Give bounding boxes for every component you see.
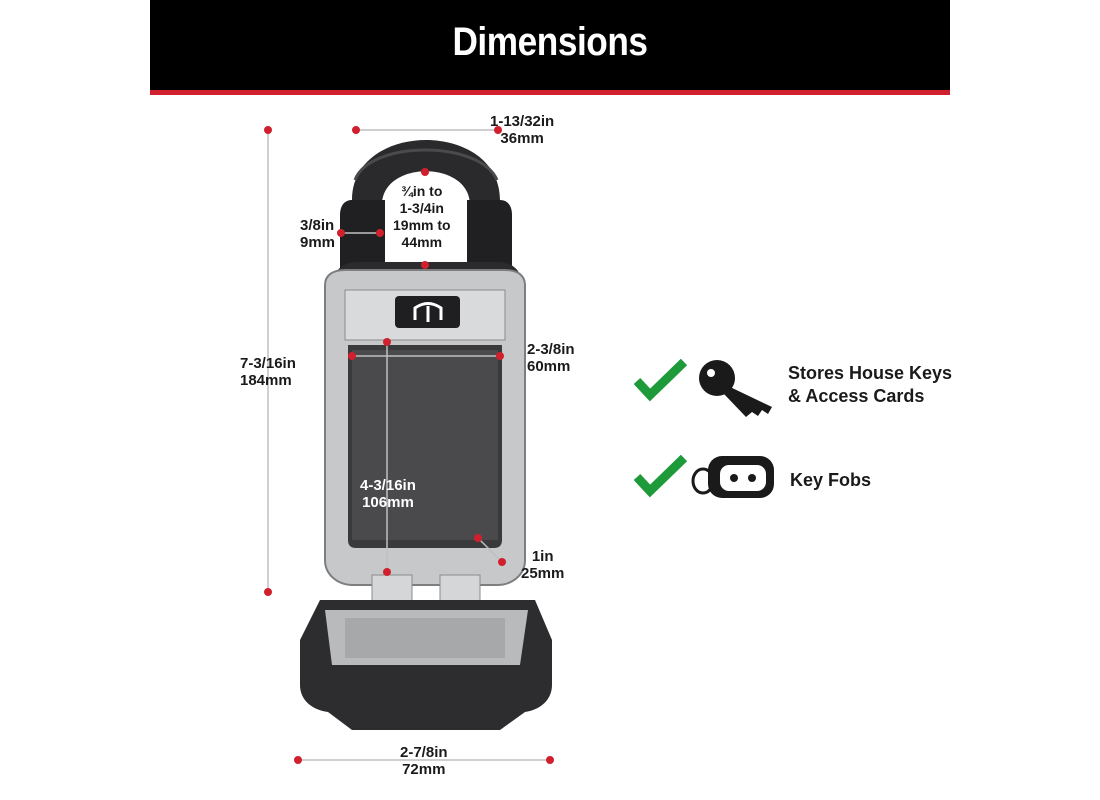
shackle-width-imperial: 1-13/32in [490, 113, 555, 130]
interior-depth-metric: 25mm [521, 565, 565, 582]
feature-house-keys-line2: & Access Cards [788, 386, 925, 406]
shackle-opening-metric-max: 44mm [401, 234, 443, 250]
shackle-opening-label: ¾in to 1-3/4in 19mm to 44mm [393, 183, 451, 251]
interior-width-imperial: 2-3/8in [527, 341, 575, 358]
overall-width-imperial: 2-7/8in [400, 744, 448, 761]
shackle [340, 140, 512, 270]
overall-width-metric: 72mm [402, 761, 446, 778]
interior-depth-label: 1in 25mm [521, 548, 564, 582]
header-banner [150, 0, 950, 90]
shackle-opening-metric-min: 19mm to [393, 217, 451, 233]
interior-height-imperial: 4-3/16in [360, 477, 416, 494]
key-fob-icon [691, 456, 774, 498]
shackle-width-metric: 36mm [500, 130, 544, 147]
feature-key-fobs: Key Fobs [790, 469, 871, 492]
shackle-width-label: 1-13/32in 36mm [490, 113, 554, 147]
shackle-thickness-label: 3/8in 9mm [300, 217, 335, 251]
page-title: Dimensions [452, 20, 648, 64]
feature-house-keys-line1: Stores House Keys [788, 363, 953, 383]
feature-key-fobs-line1: Key Fobs [790, 470, 872, 490]
lockbox-lid [300, 600, 552, 730]
shackle-opening-imperial-max: 1-3/4in [399, 200, 444, 216]
interior-height-label: 4-3/16in 106mm [360, 477, 416, 511]
shackle-thickness-imperial: 3/8in [300, 217, 335, 234]
shackle-thickness-metric: 9mm [300, 234, 336, 251]
overall-height-label: 7-3/16in 184mm [240, 355, 296, 389]
house-key-icon [699, 360, 772, 417]
overall-height-imperial: 7-3/16in [240, 355, 296, 372]
interior-width-label: 2-3/8in 60mm [527, 341, 575, 375]
interior-depth-imperial: 1in [531, 548, 554, 565]
lockbox-body [324, 269, 526, 586]
overall-width-label: 2-7/8in 72mm [400, 744, 448, 778]
feature-house-keys: Stores House Keys & Access Cards [788, 362, 952, 408]
checkmark-icon [633, 358, 688, 402]
interior-width-metric: 60mm [527, 358, 571, 375]
checkmark-icon [633, 454, 688, 498]
overall-height-metric: 184mm [240, 372, 292, 389]
header-accent-line [150, 90, 950, 95]
shackle-opening-imperial-min: ¾in to [401, 183, 443, 199]
interior-height-metric: 106mm [362, 494, 414, 511]
